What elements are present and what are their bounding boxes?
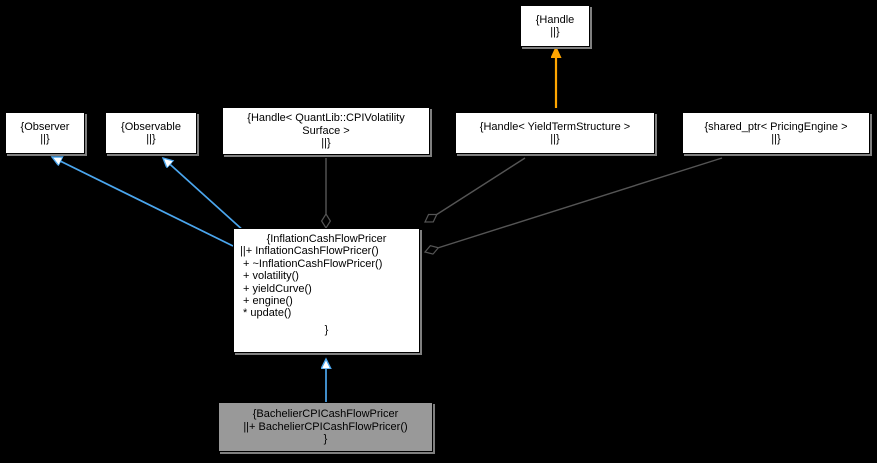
node-inflationcashflowpricer-line-5: + engine() (243, 295, 293, 308)
edge-yieldts-aggregation (425, 157, 526, 222)
node-observer-line-1: ||} (40, 133, 50, 145)
node-bacheliercpicashflowpricer[interactable]: {BachelierCPICashFlowPricer ||+ Bachelie… (218, 402, 433, 452)
edge-inflation-to-observable (163, 158, 246, 233)
node-observer-line-0: {Observer (20, 120, 70, 133)
node-inflationcashflowpricer-line-4: + yieldCurve() (243, 282, 312, 295)
node-bacheliercpicashflowpricer-line-0: {BachelierCPICashFlowPricer (252, 408, 399, 421)
node-inflationcashflowpricer[interactable]: {InflationCashFlowPricer ||+ InflationCa… (233, 228, 420, 353)
node-observable-line-1: ||} (146, 133, 156, 145)
node-observable-line-0: {Observable (121, 120, 181, 133)
node-inflationcashflowpricer-line-1: ||+ InflationCashFlowPricer() (240, 245, 379, 258)
node-cpivolatility-handle[interactable]: {Handle< QuantLib::CPIVolatility Surface… (222, 107, 430, 155)
edge-inflation-to-observer (52, 157, 234, 247)
node-bacheliercpicashflowpricer-line-1: ||+ BachelierCPICashFlowPricer() (243, 420, 408, 433)
node-handle-line-1: ||} (550, 26, 560, 38)
node-cpivolatility-handle-line-2: ||} (321, 137, 331, 150)
node-yieldtermstructure-handle-line-1: ||} (550, 133, 560, 145)
node-inflationcashflowpricer-line-0: {InflationCashFlowPricer (266, 233, 387, 245)
node-pricingengine-sharedptr[interactable]: {shared_ptr< PricingEngine > ||} (682, 112, 870, 154)
node-yieldtermstructure-handle-line-0: {Handle< YieldTermStructure > (479, 120, 631, 133)
node-observer[interactable]: {Observer ||} (5, 112, 85, 154)
node-pricingengine-sharedptr-line-0: {shared_ptr< PricingEngine > (704, 120, 848, 133)
node-inflationcashflowpricer-line-6: * update() (243, 307, 292, 320)
node-inflationcashflowpricer-line-3: + volatility() (243, 270, 299, 283)
node-yieldtermstructure-handle[interactable]: {Handle< YieldTermStructure > ||} (455, 112, 655, 154)
node-handle-line-0: {Handle (535, 13, 575, 26)
node-handle[interactable]: {Handle ||} (520, 5, 590, 47)
node-cpivolatility-handle-line-0: {Handle< QuantLib::CPIVolatility (247, 112, 405, 125)
node-inflationcashflowpricer-line-2: + ~InflationCashFlowPricer() (243, 257, 383, 270)
node-bacheliercpicashflowpricer-line-2: } (323, 433, 328, 446)
node-cpivolatility-handle-line-1: Surface > (302, 124, 350, 137)
node-inflationcashflowpricer-line-7: } (324, 323, 329, 336)
node-observable[interactable]: {Observable ||} (105, 112, 197, 154)
node-pricingengine-sharedptr-line-1: ||} (771, 133, 781, 145)
edge-pricingengine-aggregation (425, 157, 723, 252)
